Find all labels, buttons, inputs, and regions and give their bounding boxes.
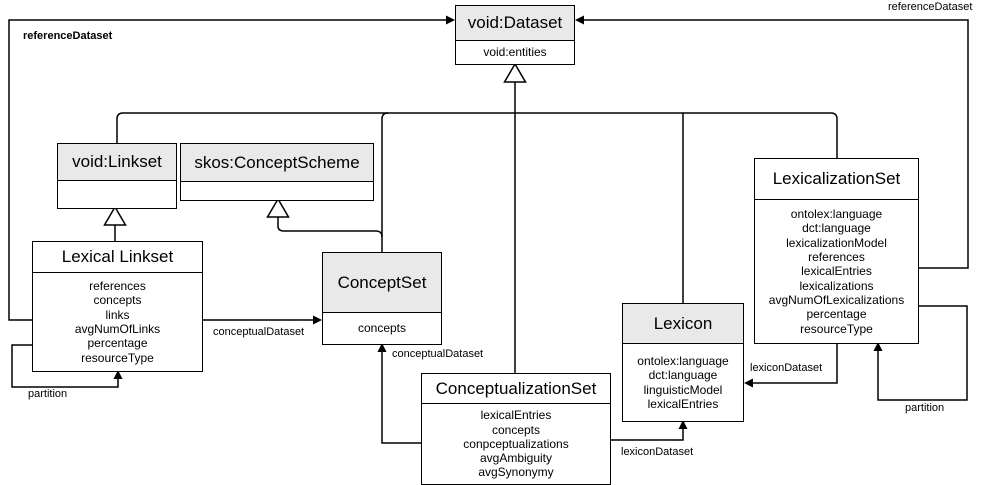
class-attribute: ontolex:language <box>790 207 883 222</box>
class-attribute: references <box>808 250 865 265</box>
class-attribute: lexicalEntries <box>480 408 552 423</box>
arrowhead-icon <box>873 342 883 351</box>
edge-lexicon-dataset-right <box>753 342 838 384</box>
class-attributes: concepts <box>323 313 441 344</box>
class-attribute: concepts <box>93 293 142 308</box>
class-attribute: percentage <box>806 307 867 322</box>
edge-label: conceptualDataset <box>391 348 485 361</box>
class-attribute: avgSynonymy <box>478 465 554 480</box>
edge-reference-dataset-left <box>8 19 446 321</box>
edge-label: referenceDataset <box>887 1 974 14</box>
edge-label: lexiconDataset <box>749 362 824 375</box>
class-attributes <box>58 181 176 208</box>
edge-generalization-conceptset-skos <box>277 217 383 238</box>
class-attribute: linguisticModel <box>643 382 723 397</box>
edge-partition-lexical-linkset <box>11 344 119 388</box>
class-attribute: avgNumOfLinks <box>74 322 161 336</box>
edge-lexicon-dataset-bottom <box>611 429 684 441</box>
class-attribute: lexicalizations <box>799 278 874 293</box>
class-attributes: void:entities <box>456 41 574 64</box>
class-title: Lexical Linkset <box>33 242 202 273</box>
class-attributes <box>181 182 373 200</box>
class-attribute: concepts <box>491 422 541 437</box>
class-attribute: avgNumOfLexicalizations <box>768 292 905 307</box>
class-attribute: lexicalEntries <box>647 396 719 411</box>
generalization-triangle-icon <box>103 205 127 226</box>
class-attribute: void:entities <box>483 45 547 60</box>
arrowhead-icon <box>377 343 387 352</box>
class-title: ConceptualizationSet <box>422 374 610 404</box>
edge-label: partition <box>904 402 946 415</box>
class-attribute: ontolex:language <box>637 353 729 368</box>
class-title: LexicalizationSet <box>755 159 918 200</box>
class-attribute: links <box>105 307 130 322</box>
class-attribute: dct:language <box>648 368 718 383</box>
class-title: void:Dataset <box>456 6 574 41</box>
class-attribute: percentage <box>87 336 148 351</box>
generalization-triangle-icon <box>503 62 527 83</box>
class-title: Lexicon <box>623 304 743 344</box>
edge-label: referenceDataset <box>22 30 114 43</box>
class-attribute: lexicalizationModel <box>786 235 887 250</box>
arrowhead-icon <box>678 420 688 429</box>
edge-reference-dataset-right <box>584 19 969 269</box>
class-attribute: avgAmbiguity <box>479 451 553 466</box>
arrowhead-icon <box>575 15 584 25</box>
arrowhead-icon <box>744 378 753 388</box>
edge-generalization-conceptset <box>381 112 389 252</box>
edge-label: conceptualDataset <box>212 326 306 339</box>
edge-conceptual-dataset-bottom <box>381 352 421 444</box>
class-title: void:Linkset <box>58 144 176 181</box>
class-void-linkset: void:Linkset <box>57 143 177 209</box>
generalization-triangle-icon <box>266 197 290 218</box>
arrowhead-icon <box>113 370 123 379</box>
arrowhead-icon <box>446 15 455 25</box>
class-attribute: resourceType <box>800 321 873 336</box>
edge-generalization-branch <box>116 112 838 158</box>
class-skos-conceptscheme: skos:ConceptScheme <box>180 143 374 201</box>
edge-partition-lexicalizationset <box>877 305 968 401</box>
class-attribute: references <box>89 279 146 294</box>
class-attribute: conpceptualizations <box>463 436 569 451</box>
edge-label: lexiconDataset <box>620 446 695 459</box>
edge-label: partition <box>27 388 69 401</box>
class-title: ConceptSet <box>323 253 441 313</box>
class-void-dataset: void:Dataset void:entities <box>455 5 575 65</box>
class-attribute: dct:language <box>802 221 871 236</box>
class-attribute: lexicalEntries <box>801 264 872 279</box>
class-conceptset: ConceptSet concepts <box>322 252 442 345</box>
class-attribute: resourceType <box>81 350 154 365</box>
class-title: skos:ConceptScheme <box>181 144 373 182</box>
arrowhead-icon <box>313 315 322 325</box>
class-attribute: concepts <box>357 321 407 336</box>
